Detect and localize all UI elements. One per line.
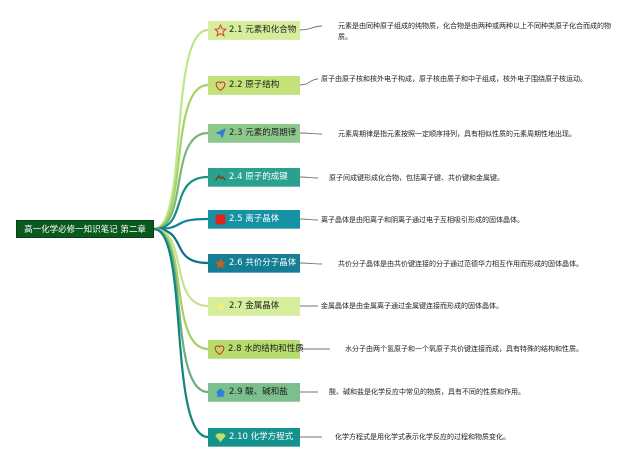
branch-connector-5 — [152, 217, 210, 231]
topic-description-1: 元素是由同种原子组成的纯物质，化合物是由两种或两种以上不同种类原子化合而成的物质… — [338, 22, 611, 41]
branch-connector-4 — [152, 175, 210, 231]
desc-connector-5 — [299, 218, 319, 221]
topic-description-7: 金属晶体是由金属离子通过金属键连接而形成的固体晶体。 — [321, 302, 503, 310]
topic-node-10[interactable]: 2.10 化学方程式 — [208, 428, 300, 446]
topic-description-2: 原子由原子核和核外电子构成，原子核由质子和中子组成，核外电子围绕原子核运动。 — [321, 75, 587, 83]
star-filled-icon — [213, 256, 227, 270]
gem-icon — [213, 430, 227, 444]
heart-outline-icon — [213, 342, 226, 356]
topic-label: 2.3 元素的周期律 — [229, 128, 297, 138]
topic-node-8[interactable]: 2.8 水的结构和性质 — [208, 340, 304, 358]
topic-label: 2.4 原子的成键 — [229, 172, 288, 182]
house-icon — [213, 385, 227, 399]
topic-node-7[interactable]: 2.7 金属晶体 — [208, 297, 300, 315]
sun-icon — [213, 299, 227, 313]
root-node[interactable]: 高一化学必修一知识笔记 第二章 — [16, 220, 154, 238]
topic-node-6[interactable]: 2.6 共价分子晶体 — [208, 254, 300, 272]
desc-connector-1 — [299, 25, 323, 31]
topic-node-1[interactable]: 2.1 元素和化合物 — [208, 21, 300, 39]
branch-connector-1 — [152, 28, 210, 231]
topic-label: 2.7 金属晶体 — [229, 301, 280, 311]
topic-label: 2.5 离子晶体 — [229, 214, 280, 224]
topic-description-8: 水分子由两个氢原子和一个氧原子共价键连接而成，具有特殊的结构和性质。 — [345, 345, 583, 353]
desc-connector-6 — [299, 262, 323, 265]
branch-connector-10 — [152, 227, 210, 439]
topic-label: 2.10 化学方程式 — [229, 432, 294, 442]
topic-description-4: 原子间成键形成化合物，包括离子键、共价键和金属键。 — [329, 174, 504, 182]
topic-node-9[interactable]: 2.9 酸、碱和盐 — [208, 383, 300, 401]
heart-outline-icon — [213, 78, 227, 92]
topic-node-4[interactable]: 2.4 原子的成键 — [208, 168, 300, 186]
bond-icon — [213, 170, 227, 184]
topic-label: 2.1 元素和化合物 — [229, 25, 297, 35]
branch-connector-9 — [152, 227, 210, 394]
topic-label: 2.9 酸、碱和盐 — [229, 387, 288, 397]
star-outline-icon — [213, 23, 227, 37]
branch-connector-3 — [152, 131, 210, 231]
topic-description-5: 离子晶体是由阳离子和阴离子通过电子互相吸引形成的固体晶体。 — [321, 216, 524, 224]
branch-connector-2 — [152, 83, 210, 231]
topic-description-10: 化学方程式是用化学式表示化学反应的过程和物质变化。 — [335, 433, 510, 441]
desc-connector-3 — [299, 132, 323, 135]
topic-description-9: 酸、碱和盐是化学反应中常见的物质，具有不同的性质和作用。 — [329, 388, 525, 396]
desc-connector-2 — [299, 78, 319, 86]
topic-label: 2.8 水的结构和性质 — [228, 344, 304, 354]
topic-node-3[interactable]: 2.3 元素的周期律 — [208, 124, 300, 142]
topic-label: 2.2 原子结构 — [229, 80, 280, 90]
topic-node-5[interactable]: 2.5 离子晶体 — [208, 210, 300, 228]
red-square-icon — [213, 212, 227, 226]
topic-node-2[interactable]: 2.2 原子结构 — [208, 76, 300, 94]
send-icon — [213, 126, 227, 140]
topic-label: 2.6 共价分子晶体 — [229, 258, 297, 268]
topic-description-6: 共价分子晶体是由共价键连接的分子通过范德华力相互作用而形成的固体晶体。 — [338, 260, 583, 268]
desc-connector-4 — [299, 176, 319, 179]
topic-description-3: 元素周期律是指元素按照一定顺序排列，具有相似性质的元素周期性地出现。 — [338, 130, 576, 138]
